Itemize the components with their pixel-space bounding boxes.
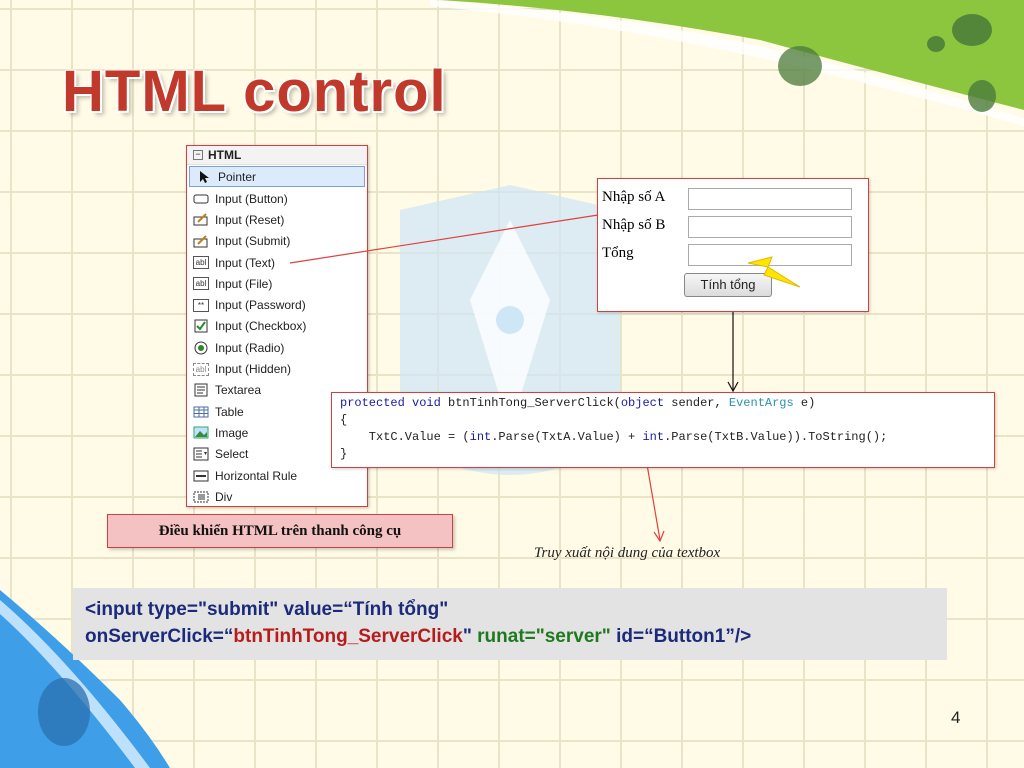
submit-icon xyxy=(193,234,209,248)
input-number-a[interactable] xyxy=(688,188,852,210)
markup-text: onServerClick=“ xyxy=(85,626,234,647)
toolbox-item-input-checkbox[interactable]: Input (Checkbox) xyxy=(187,316,367,337)
toolbox-item-select[interactable]: Select xyxy=(187,444,367,465)
textbox-caption: Truy xuất nội dung của textbox xyxy=(534,545,721,561)
toolbox-item-input-password[interactable]: ** Input (Password) xyxy=(187,294,367,315)
code-text: } xyxy=(340,447,348,461)
markup-runat: runat="server" xyxy=(477,626,611,647)
label-total: Tổng xyxy=(602,245,634,261)
toolbox-item-table[interactable]: Table xyxy=(187,401,367,422)
code-text: sender, xyxy=(664,396,729,410)
toolbox-item-input-submit[interactable]: Input (Submit) xyxy=(187,231,367,252)
toolbox-item-label: Textarea xyxy=(215,383,262,398)
div-icon xyxy=(193,490,209,504)
toolbox-item-label: Table xyxy=(215,404,244,419)
input-total[interactable] xyxy=(688,244,852,266)
water-drop-icon xyxy=(778,46,822,86)
pointer-icon xyxy=(196,170,212,184)
select-icon xyxy=(193,447,209,461)
code-keyword: int xyxy=(642,430,665,444)
input-number-b[interactable] xyxy=(688,216,852,238)
toolbox-item-label: Input (Button) xyxy=(215,191,288,206)
label-number-a: Nhập số A xyxy=(602,189,666,205)
form-preview: Nhập số A Nhập số B Tổng Tính tổng xyxy=(597,178,869,312)
toolbox-item-label: Input (Reset) xyxy=(215,212,285,227)
code-text: { xyxy=(340,413,348,427)
green-wave-top xyxy=(440,0,1024,110)
textbox-icon: abl xyxy=(193,256,209,270)
water-drop-icon xyxy=(952,14,992,46)
code-keyword: void xyxy=(412,396,441,410)
code-type: EventArgs xyxy=(728,396,794,410)
toolbox-item-label: Div xyxy=(215,489,233,504)
toolbox-item-label: Input (Password) xyxy=(215,298,306,313)
toolbox-caption: Điều khiển HTML trên thanh công cụ xyxy=(107,514,453,548)
connector-toolbox-to-form xyxy=(289,214,599,264)
slide-title: HTML control xyxy=(62,59,447,124)
water-drop-icon xyxy=(927,36,945,52)
code-snippet-box: protected void btnTinhTong_ServerClick(o… xyxy=(331,392,995,468)
code-keyword: int xyxy=(469,430,492,444)
textarea-icon xyxy=(193,383,209,397)
toolbox-item-label: Input (Hidden) xyxy=(215,362,292,377)
toolbox-item-label: Select xyxy=(215,447,249,462)
code-keyword: protected xyxy=(340,396,405,410)
image-icon xyxy=(193,426,209,440)
code-text: btnTinhTong_ServerClick( xyxy=(440,396,621,410)
code-text: e) xyxy=(793,396,816,410)
toolbox-item-label: Image xyxy=(215,425,249,440)
checkbox-icon xyxy=(193,319,209,333)
toolbox-item-label: Horizontal Rule xyxy=(215,468,298,483)
code-text: .Parse(TxtA.Value) + xyxy=(491,430,643,444)
toolbox-item-input-text[interactable]: abl Input (Text) xyxy=(187,252,367,273)
markup-text: " xyxy=(462,626,478,647)
toolbox-item-image[interactable]: Image xyxy=(187,422,367,443)
markup-handler-name: btnTinhTong_ServerClick xyxy=(233,626,463,647)
toolbox-item-pointer[interactable]: Pointer xyxy=(189,166,365,187)
code-keyword: object xyxy=(620,396,665,410)
toolbox-item-input-reset[interactable]: Input (Reset) xyxy=(187,209,367,230)
file-input-icon: abl xyxy=(193,277,209,291)
hidden-input-icon: abl xyxy=(193,362,209,376)
lightning-icon xyxy=(747,256,801,288)
toolbox-item-label: Input (Text) xyxy=(215,255,276,270)
collapse-icon[interactable]: − xyxy=(193,150,203,160)
toolbox-item-label: Pointer xyxy=(218,169,257,184)
calculate-button[interactable]: Tính tổng xyxy=(684,273,772,297)
toolbox-item-input-hidden[interactable]: abl Input (Hidden) xyxy=(187,358,367,379)
reset-icon xyxy=(193,213,209,227)
water-drop-icon xyxy=(968,80,996,112)
markup-snippet: <input type="submit" value=“Tính tổng" o… xyxy=(73,588,947,660)
toolbox-item-label: Input (File) xyxy=(215,276,273,291)
markup-line-2: onServerClick=“btnTinhTong_ServerClick" … xyxy=(85,623,935,650)
toolbox-item-input-button[interactable]: Input (Button) xyxy=(187,188,367,209)
code-text: .Parse(TxtB.Value)).ToString(); xyxy=(664,430,888,444)
toolbox-item-label: Input (Checkbox) xyxy=(215,319,307,334)
label-number-b: Nhập số B xyxy=(602,217,666,233)
radio-icon xyxy=(193,341,209,355)
toolbox-item-label: Input (Radio) xyxy=(215,340,285,355)
toolbox-item-label: Input (Submit) xyxy=(215,234,291,249)
markup-line-1: <input type="submit" value=“Tính tổng" xyxy=(85,599,449,620)
toolbox-header[interactable]: − HTML xyxy=(187,146,367,165)
toolbox-header-label: HTML xyxy=(208,148,242,162)
page-number: 4 xyxy=(951,708,961,727)
markup-text: id=“Button1”/> xyxy=(610,626,752,647)
water-drop-icon xyxy=(38,678,90,746)
toolbox-item-input-radio[interactable]: Input (Radio) xyxy=(187,337,367,358)
toolbox-item-horizontal-rule[interactable]: Horizontal Rule xyxy=(187,465,367,486)
toolbox-item-div[interactable]: Div xyxy=(187,486,367,507)
toolbox-item-input-file[interactable]: abl Input (File) xyxy=(187,273,367,294)
toolbox-item-textarea[interactable]: Textarea xyxy=(187,380,367,401)
password-icon: ** xyxy=(193,298,209,312)
code-text: TxtC.Value = ( xyxy=(340,430,470,444)
hr-icon xyxy=(193,469,209,483)
button-icon xyxy=(193,192,209,206)
table-icon xyxy=(193,405,209,419)
